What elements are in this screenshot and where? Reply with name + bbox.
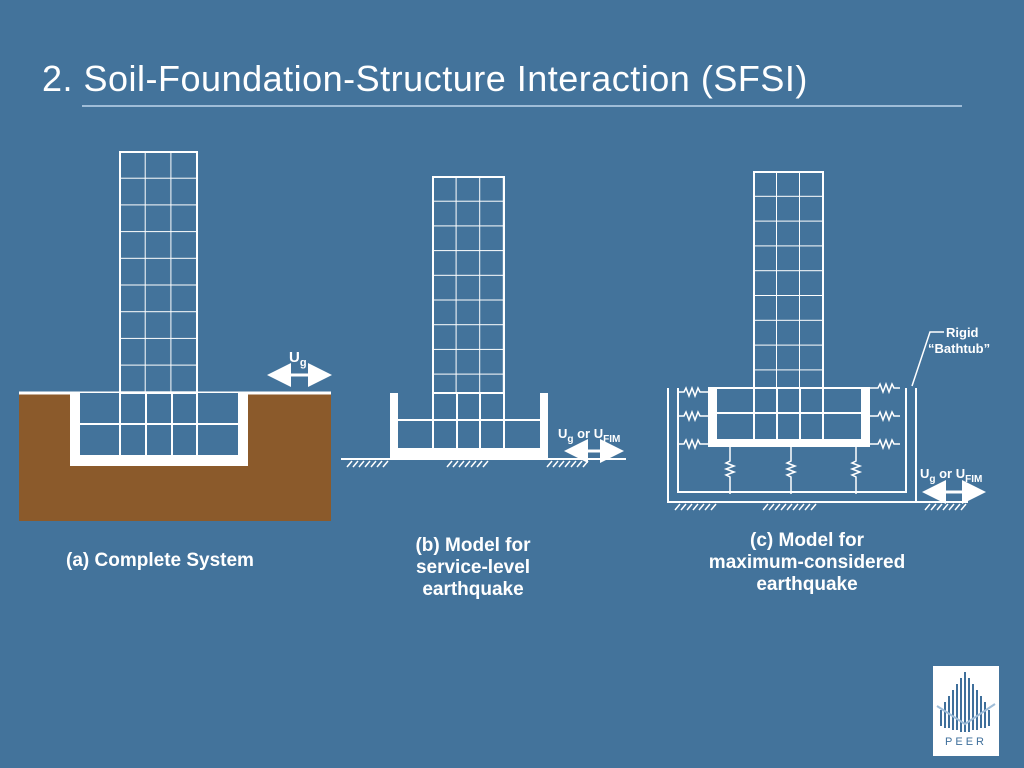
caption-b-line1: (b) Model for (415, 535, 531, 556)
peer-logo-text: PEER (945, 736, 987, 748)
tower-b (432, 176, 505, 394)
caption-b-line2: service-level (415, 557, 531, 578)
basement-lines-a (80, 393, 238, 455)
caption-panel-b: (b) Model for service-level earthquake (383, 535, 563, 601)
bathtub-leader-line (911, 331, 944, 387)
title-divider (82, 105, 962, 107)
ground-motion-label-b: Ug or UFIM (558, 426, 620, 445)
lateral-springs-right (870, 381, 900, 451)
lateral-springs-left (678, 385, 708, 451)
fixed-support-hatch-b (346, 460, 589, 468)
panel-b-service-model: Ug or UFIM (341, 176, 626, 468)
peer-logo: PEER (933, 666, 999, 756)
ground-motion-label-a: Ug (289, 349, 307, 369)
panel-c-mce-model: Rigid “Bathtub” Ug or UFIM (667, 171, 990, 511)
vertical-springs (723, 447, 863, 494)
tower-c (753, 171, 824, 389)
caption-c-line3: earthquake (756, 574, 858, 595)
tower-a (119, 151, 198, 394)
ground-motion-label-c: Ug or UFIM (920, 466, 982, 485)
caption-panel-a: (a) Complete System (40, 550, 280, 572)
bathtub-label: “Bathtub” (928, 341, 990, 356)
slide-title: 2. Soil-Foundation-Structure Interaction… (42, 58, 808, 99)
caption-c-line1: (c) Model for (750, 530, 864, 551)
caption-c-line2: maximum-considered (708, 552, 906, 573)
rigid-label: Rigid (946, 325, 979, 340)
basement-lines-b (398, 393, 540, 448)
rigid-bathtub (667, 388, 917, 503)
rigid-bathtub-inner (677, 388, 907, 493)
fixed-support-hatch-c (674, 503, 967, 511)
basement-lines-c (717, 389, 861, 439)
caption-b-line3: earthquake (422, 579, 524, 600)
panel-a-complete-system: Ug (19, 151, 332, 521)
peer-logo-graphic (936, 672, 996, 732)
caption-panel-c: (c) Model for maximum-considered earthqu… (682, 530, 932, 596)
caption-a-text: (a) Complete System (66, 550, 254, 571)
